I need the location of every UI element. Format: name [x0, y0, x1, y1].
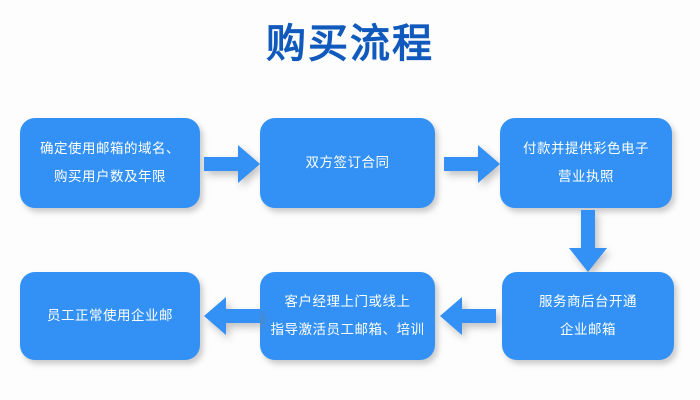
flow-step-box-5-line-2: 指导激活员工邮箱、培训 [270, 322, 425, 338]
arrow-left-icon [204, 297, 260, 335]
page-title: 购买流程 [266, 21, 434, 67]
flow-step-box-3-line-2: 营业执照 [558, 169, 614, 185]
flow-step-box-4: 服务商后台开通 企业邮箱 [502, 272, 674, 360]
flow-step-box-3-line-1: 付款并提供彩色电子 [523, 141, 649, 157]
arrow-left-icon [440, 297, 496, 335]
flow-step-box-4-line-1: 服务商后台开通 [539, 294, 637, 310]
arrow-right-icon [444, 145, 500, 183]
flow-step-box-5-line-1: 客户经理上门或线上 [284, 294, 411, 310]
flow-step-box-4-line-2: 企业邮箱 [560, 322, 616, 338]
flow-step-box-6: 员工正常使用企业邮 [20, 272, 200, 360]
flow-step-box-1: 确定使用邮箱的域名、 购买用户数及年限 [20, 118, 200, 208]
flow-step-box-1-line-2: 购买用户数及年限 [54, 169, 166, 185]
flow-step-box-3: 付款并提供彩色电子 营业执照 [500, 118, 672, 208]
flow-step-box-2: 双方签订合同 [260, 118, 435, 208]
arrow-right-icon [204, 145, 260, 183]
arrow-down-icon [569, 210, 607, 272]
flow-step-box-2-line-1: 双方签订合同 [305, 155, 390, 171]
flow-step-box-5: 客户经理上门或线上 指导激活员工邮箱、培训 [260, 272, 435, 360]
flow-step-box-6-line-1: 员工正常使用企业邮 [47, 308, 173, 324]
flow-step-box-1-line-1: 确定使用邮箱的域名、 [40, 141, 180, 157]
